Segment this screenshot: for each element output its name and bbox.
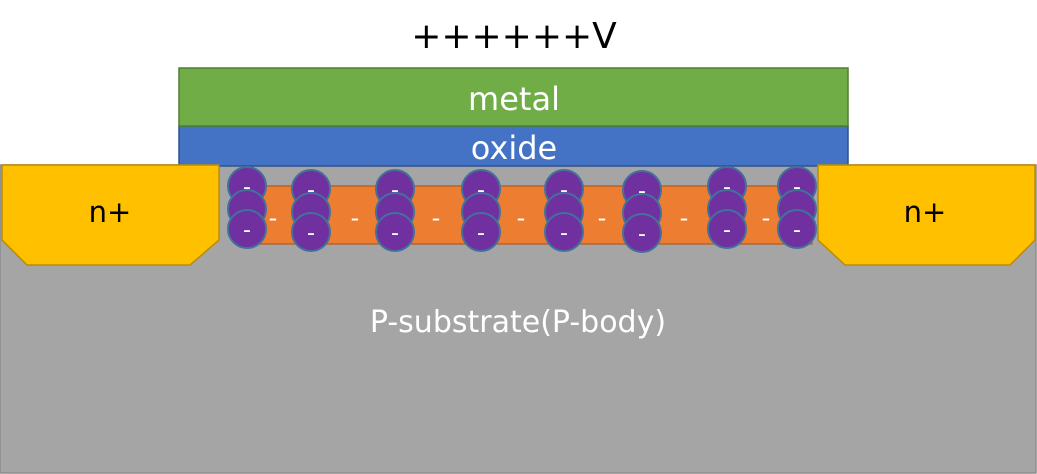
drain-label: n+ (904, 195, 947, 229)
electron-sign: - (793, 218, 801, 243)
electron-circle (622, 213, 662, 253)
n-plus-drain (817, 164, 1036, 266)
electron-sign: - (391, 178, 399, 203)
electron: - (375, 212, 415, 252)
electron: - (291, 212, 331, 252)
channel-charge: - (269, 204, 278, 232)
channel-charge: - (680, 204, 689, 232)
electron-circle (375, 212, 415, 252)
electron-circle (291, 212, 331, 252)
electron-circle (707, 209, 747, 249)
electron-sign: - (243, 218, 251, 243)
electron-cluster: ------------------------ (227, 166, 817, 253)
oxide-layer (178, 125, 849, 167)
electron-sign: - (243, 175, 251, 200)
channel-charges: ------- (269, 204, 771, 232)
electron-sign: - (638, 222, 646, 247)
electron-sign: - (307, 178, 315, 203)
electron-sign: - (477, 221, 485, 246)
electron: - (707, 209, 747, 249)
electron-sign: - (723, 218, 731, 243)
electron-sign: - (307, 221, 315, 246)
electron: - (227, 209, 267, 249)
source-label: n+ (89, 195, 132, 229)
electron-circle (227, 209, 267, 249)
electron-sign: - (560, 221, 568, 246)
electron-circle (777, 209, 817, 249)
channel-charge: - (351, 204, 360, 232)
electron-sign: - (560, 178, 568, 203)
electron-sign: - (723, 175, 731, 200)
oxide-label: oxide (471, 129, 557, 167)
channel-charge: - (432, 204, 441, 232)
electron-sign: - (477, 178, 485, 203)
channel-charge: - (762, 204, 771, 232)
metal-label: metal (468, 80, 560, 118)
electron-circle (461, 212, 501, 252)
electron-sign: - (793, 175, 801, 200)
electron: - (622, 213, 662, 253)
electron: - (777, 209, 817, 249)
electron-sign: - (638, 179, 646, 204)
electron: - (461, 212, 501, 252)
channel-charge: - (598, 204, 607, 232)
gate-voltage-label: ++++++V (411, 16, 617, 57)
metal-gate (178, 67, 849, 127)
channel-charge: - (517, 204, 526, 232)
electron-sign: - (391, 221, 399, 246)
n-plus-source (1, 164, 220, 266)
electron-circle (544, 212, 584, 252)
electron: - (544, 212, 584, 252)
substrate-label: P-substrate(P-body) (370, 305, 666, 340)
